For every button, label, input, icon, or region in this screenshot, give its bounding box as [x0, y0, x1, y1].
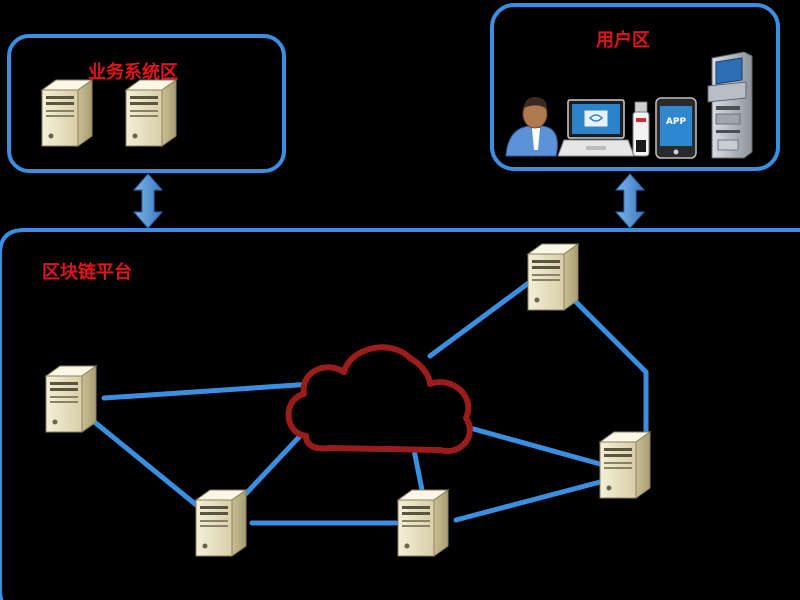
node-server-top-icon	[527, 243, 579, 311]
link-cloud-to-top	[427, 279, 533, 359]
tablet-app-label: APP	[666, 117, 687, 127]
cloud-icon	[285, 344, 473, 455]
business-zone-frame	[7, 34, 286, 173]
link-cloud-to-right	[467, 425, 603, 467]
link-left-to-cloud	[101, 381, 315, 401]
tablet-icon: APP	[655, 97, 697, 159]
user-avatar-icon	[505, 96, 558, 157]
business-zone-title: 业务系统区	[88, 62, 178, 83]
business-server-1-icon	[41, 79, 93, 147]
link-left-to-bottomleft	[89, 417, 203, 511]
kiosk-terminal-icon	[707, 51, 753, 159]
user-to-chain-arrow	[614, 173, 646, 229]
business-to-chain-arrow	[132, 173, 164, 229]
node-server-bottomleft-icon	[195, 489, 247, 557]
user-zone-frame	[490, 3, 780, 171]
link-top-to-right	[571, 297, 649, 443]
node-server-bottommid-icon	[397, 489, 449, 557]
blockchain-zone-title: 区块链平台	[42, 262, 132, 283]
link-bottommid-to-right	[453, 479, 603, 523]
laptop-icon	[557, 99, 635, 157]
link-bottommid-to-cloud	[411, 447, 425, 493]
link-bottomleft-to-cloud	[237, 433, 303, 503]
blockchain-zone-frame	[0, 228, 800, 600]
user-zone-title: 用户区	[596, 30, 650, 51]
node-server-right-icon	[599, 431, 651, 499]
business-server-2-icon	[125, 79, 177, 147]
network-links	[89, 279, 649, 526]
usb-key-icon	[632, 101, 650, 157]
node-server-left-icon	[45, 365, 97, 433]
